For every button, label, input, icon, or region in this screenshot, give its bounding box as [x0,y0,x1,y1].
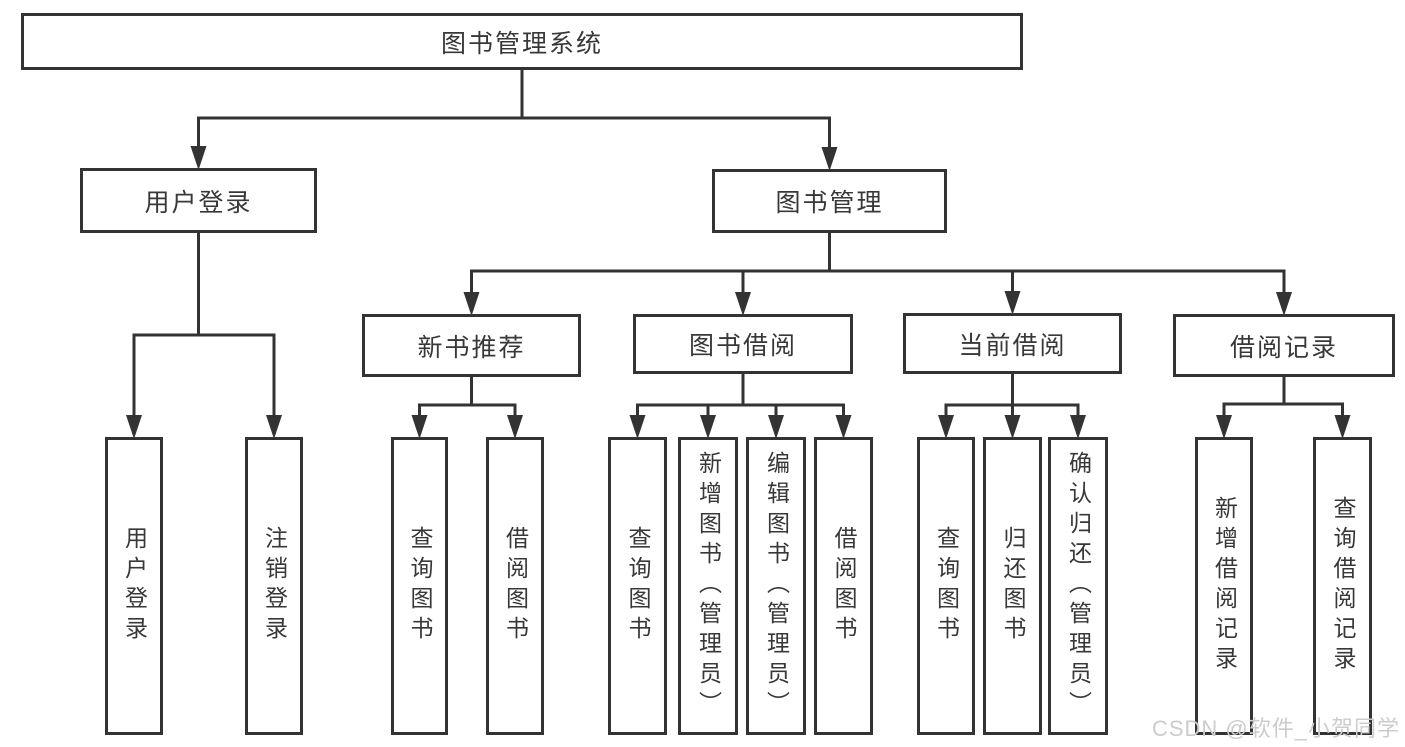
leaf-return-books-box: 归还图书 [983,437,1042,735]
leaf-edit-books-admin-box: 编辑图书（管理员） [746,437,806,735]
leaf-confirm-return-admin-label: 确认归还（管理员） [1065,451,1092,721]
leaf-borrow-books-1-label: 借阅图书 [502,526,529,646]
leaf-confirm-return-admin-box: 确认归还（管理员） [1048,437,1108,735]
current-borrowing-box: 当前借阅 [903,313,1122,374]
leaf-borrow-books-2-label: 借阅图书 [831,526,857,646]
leaf-query-books-3-box: 查询图书 [917,437,975,735]
leaf-query-borrow-record-box: 查询借阅记录 [1313,437,1372,735]
leaf-query-borrow-record-label: 查询借阅记录 [1330,496,1356,676]
leaf-query-books-2-label: 查询图书 [625,526,651,646]
leaf-edit-books-admin-label: 编辑图书（管理员） [763,451,790,721]
root-label: 图书管理系统 [440,29,603,58]
leaf-add-books-admin-box: 新增图书（管理员） [678,437,738,735]
book-borrowing-label: 图书借阅 [688,332,797,360]
current-borrowing-label: 当前借阅 [958,331,1067,360]
new-book-recommend-label: 新书推荐 [417,333,526,362]
leaf-add-books-admin-label: 新增图书（管理员） [695,451,722,721]
leaf-user-login-box: 用户登录 [105,437,163,735]
leaf-user-login-label: 用户登录 [121,526,148,646]
leaf-return-books-label: 归还图书 [1000,526,1026,646]
root-box: 图书管理系统 [21,13,1023,70]
book-borrowing-box: 图书借阅 [633,314,853,374]
leaf-query-books-1-label: 查询图书 [407,526,433,646]
book-management-box: 图书管理 [712,169,947,233]
leaf-query-books-2-box: 查询图书 [608,437,667,735]
leaf-logout-box: 注销登录 [245,437,303,735]
borrowing-records-box: 借阅记录 [1173,314,1395,377]
leaf-borrow-books-1-box: 借阅图书 [486,437,544,735]
user-login-box: 用户登录 [80,168,317,233]
borrowing-records-label: 借阅记录 [1229,333,1338,362]
leaf-add-borrow-record-label: 新增借阅记录 [1211,496,1238,676]
leaf-logout-label: 注销登录 [261,526,288,646]
leaf-borrow-books-2-box: 借阅图书 [814,437,873,735]
user-login-label: 用户登录 [144,188,253,217]
new-book-recommend-box: 新书推荐 [362,314,581,377]
leaf-query-books-1-box: 查询图书 [391,437,448,735]
leaf-query-books-3-label: 查询图书 [933,526,960,646]
leaf-add-borrow-record-box: 新增借阅记录 [1195,437,1253,735]
book-management-label: 图书管理 [775,189,884,217]
watermark: CSDN @软件_小贺同学 [1151,716,1400,741]
